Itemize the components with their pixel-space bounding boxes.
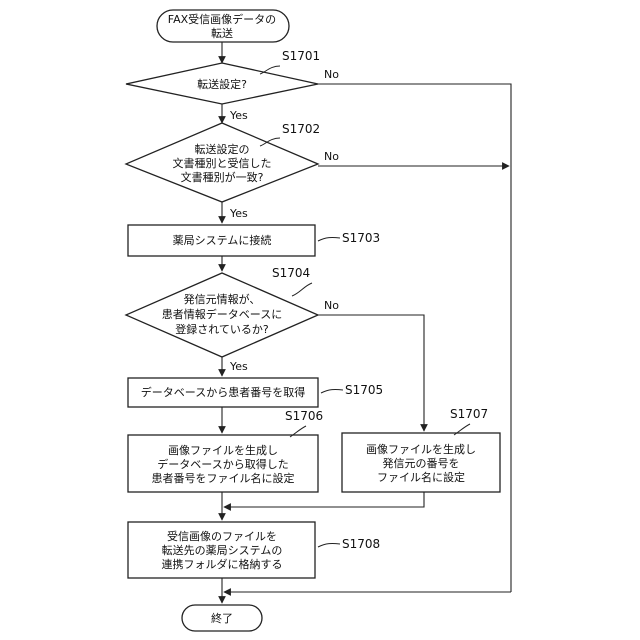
- s1703-text: 薬局システムに接続: [173, 233, 272, 247]
- s1706-label: S1706: [285, 409, 323, 423]
- s1706-text-line-1: 画像ファイルを生成し: [168, 443, 278, 457]
- s1708-text-line-1: 受信画像のファイルを: [167, 530, 277, 543]
- process-s1707: 画像ファイルを生成し 発信元の番号を ファイル名に設定: [342, 433, 500, 492]
- s1704-text-line-2: 患者情報データベースに: [162, 307, 282, 321]
- s1708-text-line-2: 転送先の薬局システムの: [162, 543, 283, 557]
- s1703-label: S1703: [342, 231, 380, 245]
- s1702-text-line-2: 文書種別と受信した: [173, 156, 272, 170]
- s1704-yes-label: Yes: [229, 360, 248, 373]
- decision-s1704: 発信元情報が、 患者情報データベースに 登録されているか?: [126, 273, 318, 357]
- s1702-yes-label: Yes: [229, 207, 248, 220]
- s1701-text: 転送設定?: [197, 77, 247, 91]
- s1705-label: S1705: [345, 383, 383, 397]
- s1704-no-label: No: [324, 299, 339, 312]
- start-text-line-2: 転送: [211, 26, 233, 40]
- s1704-text-line-1: 発信元情報が、: [184, 292, 261, 306]
- s1704-text-line-3: 登録されているか?: [175, 322, 269, 336]
- s1702-text-line-1: 転送設定の: [195, 142, 250, 156]
- s1707-text-line-1: 画像ファイルを生成し: [366, 442, 476, 456]
- s1706-text-line-3: 患者番号をファイル名に設定: [152, 471, 295, 485]
- s1702-no-label: No: [324, 150, 339, 163]
- s1706-text-line-2: データベースから取得した: [157, 457, 288, 471]
- process-s1708: 受信画像のファイルを 転送先の薬局システムの 連携フォルダに格納する: [128, 522, 315, 578]
- s1708-text-line-3: 連携フォルダに格納する: [162, 557, 283, 571]
- s1708-label: S1708: [342, 537, 380, 551]
- start-terminal: FAX受信画像データの 転送: [157, 10, 289, 42]
- s1707-text-line-2: 発信元の番号を: [383, 456, 460, 470]
- end-terminal: 終了: [182, 605, 262, 631]
- s1701-yes-label: Yes: [229, 109, 248, 122]
- process-s1703: 薬局システムに接続: [128, 225, 315, 256]
- s1702-label: S1702: [282, 122, 320, 136]
- end-text: 終了: [211, 611, 233, 625]
- s1701-no-label: No: [324, 68, 339, 81]
- s1702-text-line-3: 文書種別が一致?: [181, 170, 264, 184]
- decision-s1701: 転送設定?: [126, 63, 318, 104]
- start-text-line-1: FAX受信画像データの: [168, 12, 276, 26]
- s1707-text-line-3: ファイル名に設定: [377, 470, 465, 484]
- s1707-label: S1707: [450, 407, 488, 421]
- s1704-label: S1704: [272, 266, 310, 280]
- process-s1705: データベースから患者番号を取得: [128, 378, 318, 407]
- process-s1706: 画像ファイルを生成し データベースから取得した 患者番号をファイル名に設定: [128, 435, 318, 492]
- s1705-text: データベースから患者番号を取得: [141, 385, 305, 399]
- s1701-label: S1701: [282, 49, 320, 63]
